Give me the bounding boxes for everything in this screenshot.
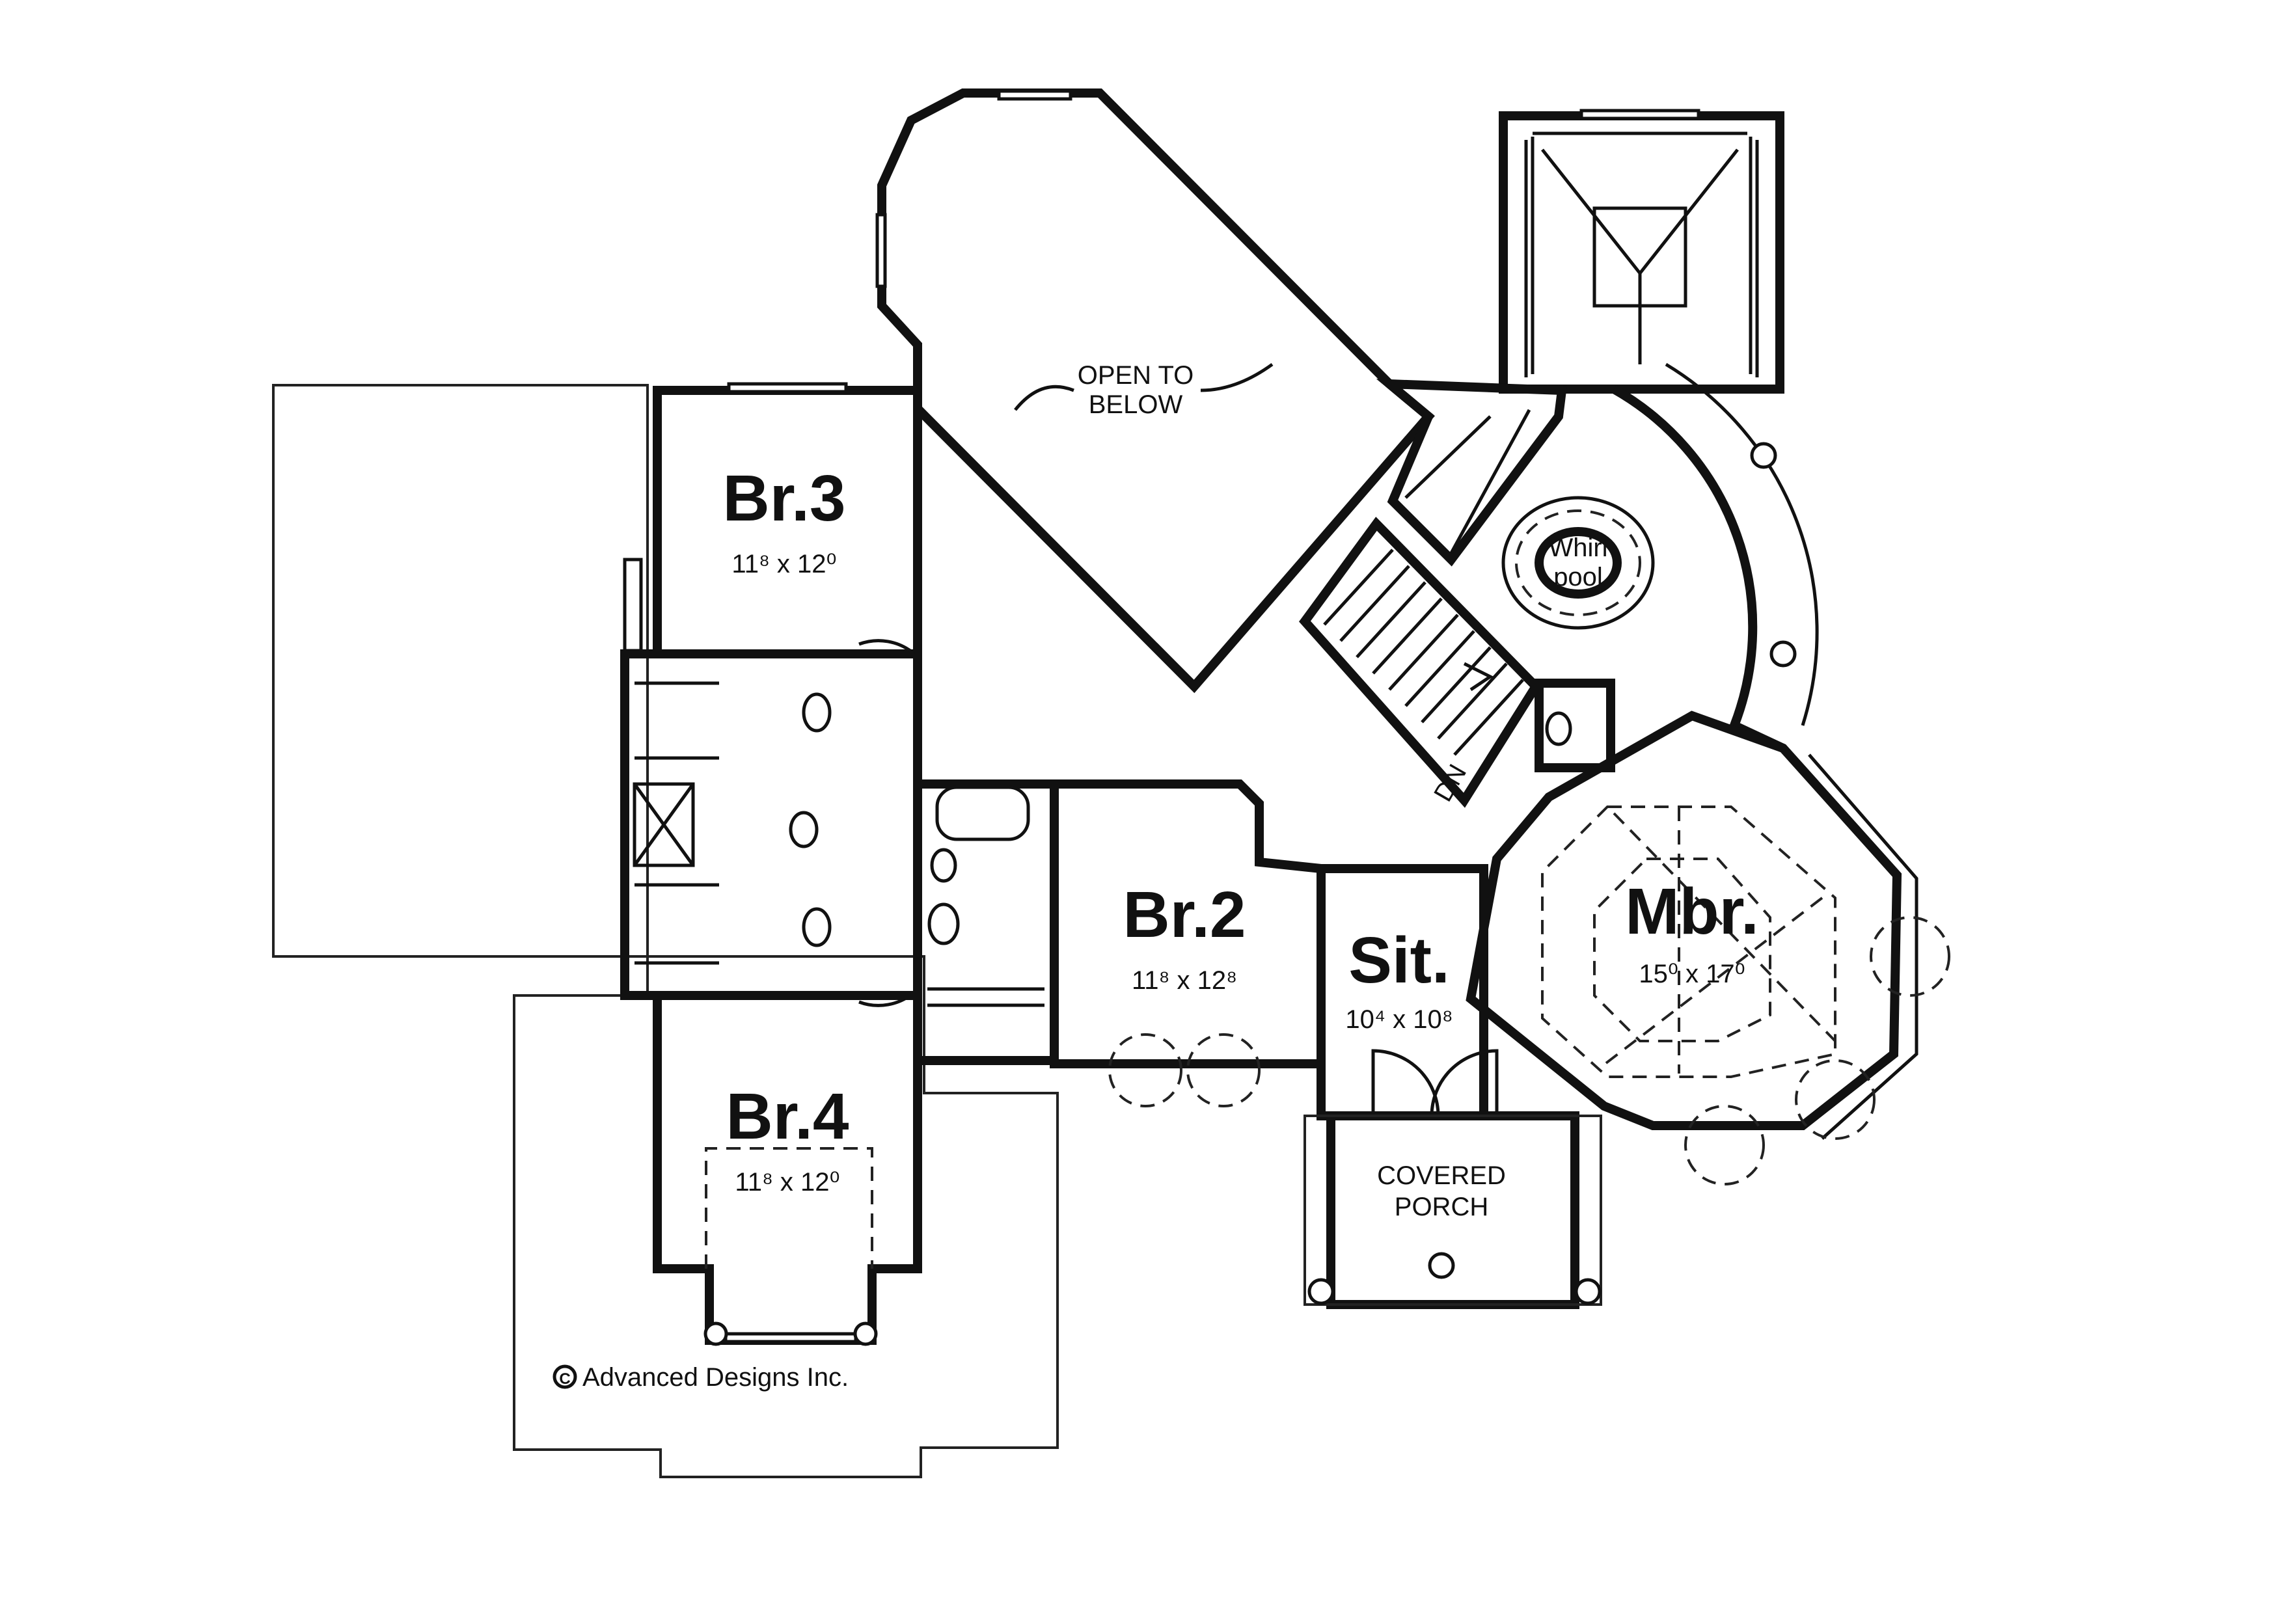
bay-window: [1108, 1033, 1182, 1107]
bay-column: [703, 1321, 728, 1346]
bay-window: [1795, 1059, 1876, 1140]
lower-level-outline: [272, 384, 1059, 1478]
closet-rod: [1524, 131, 1759, 377]
whirlpool-tub: [1535, 527, 1622, 599]
window: [875, 213, 887, 288]
sink: [802, 692, 832, 733]
sitting-room-name: Sit.: [1348, 924, 1450, 997]
bathtub: [935, 785, 1030, 841]
window: [997, 89, 1072, 101]
bedroom-4-name: Br.4: [726, 1080, 849, 1153]
window: [724, 1332, 858, 1344]
whirlpool-surround: [1501, 496, 1655, 630]
shower-glass: [1404, 409, 1531, 554]
toilet: [789, 811, 819, 848]
whirlpool-label: Whirl: [1548, 534, 1607, 562]
toilet: [1545, 711, 1572, 746]
bedroom-2-dimensions: 11⁸ x 12⁸: [1132, 966, 1237, 995]
closet-rod: [635, 681, 719, 965]
bay-window: [1870, 916, 1950, 997]
porch-column: [1428, 1252, 1455, 1279]
master-bath-curve: [1611, 385, 1785, 753]
open-to-below-area: [877, 88, 1435, 694]
shower: [633, 782, 695, 867]
tray-ceiling-diagonals: [1600, 807, 1836, 1074]
open-to-below-label: BELOW: [1089, 390, 1183, 419]
copyright-icon: [553, 1364, 577, 1389]
master-bedroom-name: Mbr.: [1625, 875, 1759, 948]
master-bedroom-walls-outer: [1808, 753, 1918, 1140]
copyright-symbol: C: [559, 1370, 570, 1388]
bay-column: [853, 1321, 878, 1346]
whirlpool-label: pool: [1553, 563, 1603, 591]
whirlpool-surround: [1515, 509, 1641, 616]
copyright-text: Advanced Designs Inc.: [582, 1363, 849, 1392]
bedroom-4-ceiling: [705, 1147, 873, 1269]
shower-enclosure: [1376, 379, 1567, 567]
bedroom-3-dimensions: 11⁸ x 12⁰: [731, 550, 836, 578]
porch-rail: [1303, 1115, 1602, 1306]
bedroom-2-name: Br.2: [1123, 878, 1246, 951]
stair-arrow: [1463, 662, 1494, 692]
jack-jill-bath: [620, 649, 922, 1000]
sitting-room-dimensions: 10⁴ x 10⁸: [1345, 1005, 1453, 1034]
window: [623, 558, 643, 653]
stairs-outline: [1299, 517, 1542, 808]
master-bedroom-dimensions: 15⁰ x 17⁰: [1639, 960, 1745, 988]
sink: [1750, 442, 1777, 469]
sink: [927, 902, 960, 945]
porch-column: [1307, 1278, 1335, 1305]
stair-treads: [1323, 548, 1524, 756]
closet-ceiling-lines: [1541, 148, 1739, 364]
bay-window: [1186, 1033, 1261, 1107]
shower-glass: [633, 783, 695, 867]
hall-door-swing: [858, 639, 916, 1007]
toilet: [930, 848, 957, 883]
covered-porch-label: COVERED: [1377, 1161, 1506, 1190]
open-to-below-label: OPEN TO: [1078, 361, 1194, 390]
window: [727, 382, 848, 394]
bedroom-2-walls: [1050, 779, 1326, 1068]
open-to-below-leader: [1014, 362, 1274, 411]
master-bath-curve-outer: [1665, 362, 1819, 726]
sitting-room-doors: [1371, 1049, 1499, 1116]
sink: [802, 907, 832, 947]
tray-ceiling-inner: [1593, 858, 1771, 1042]
bedroom-3-name: Br.3: [722, 462, 845, 535]
closet-rod: [927, 987, 1044, 1007]
window: [1579, 109, 1700, 120]
bedroom-4-dimensions: 11⁸ x 12⁰: [735, 1168, 839, 1197]
tray-ceiling-outer: [1541, 805, 1836, 1078]
porch-column: [1574, 1278, 1602, 1305]
sink: [1769, 640, 1797, 668]
covered-porch-label: PORCH: [1395, 1193, 1488, 1221]
toilet-room: [1535, 679, 1615, 772]
bay-window: [1684, 1105, 1765, 1185]
